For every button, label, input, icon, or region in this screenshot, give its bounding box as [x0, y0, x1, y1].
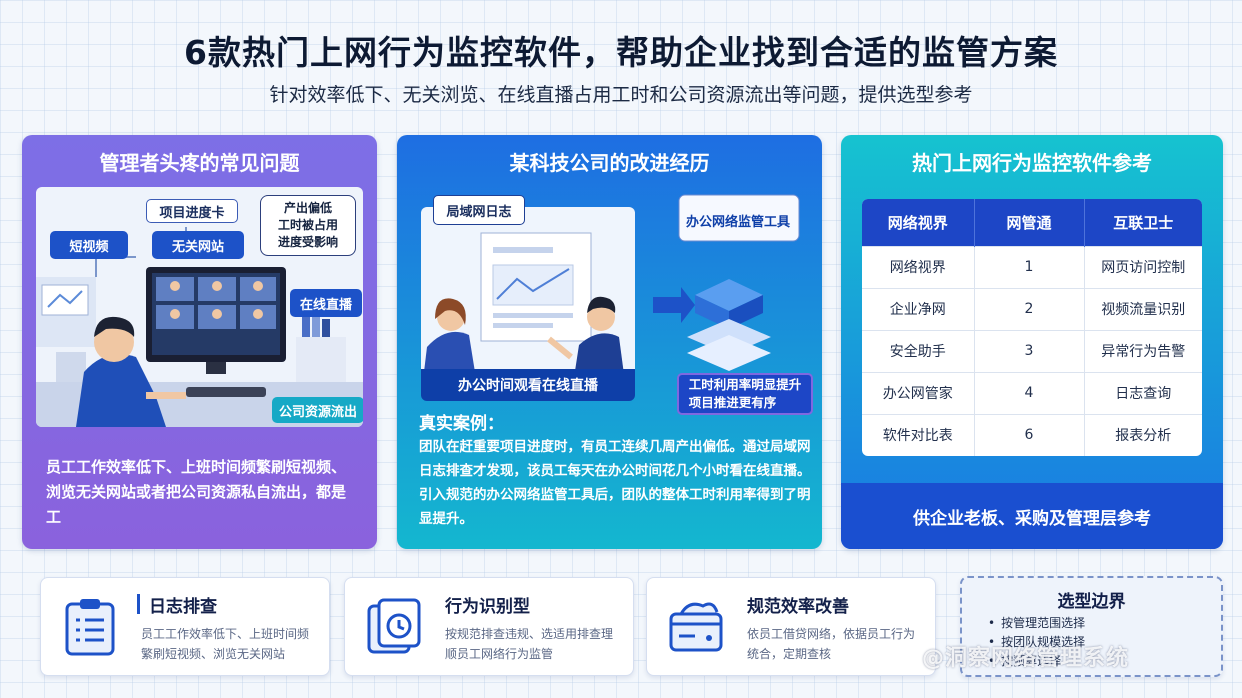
table-cell: 网络视界 [862, 245, 975, 288]
card-description: 依员工借贷网络，依据员工行为统合，定期查核 [747, 627, 916, 661]
table-cell: 1 [974, 245, 1085, 288]
problems-description: 员工工作效率低下、上班时间频繁刷短视频、浏览无关网站或者把公司资源私自流出，都是… [46, 458, 347, 526]
page-title: 6款热门上网行为监控软件，帮助企业找到合适的监管方案 [184, 33, 1058, 72]
card-title: 日志排查 [149, 597, 217, 617]
table-cell: 6 [974, 413, 1085, 456]
software-panel-title: 热门上网行为监控软件参考 [912, 150, 1152, 175]
clipboard-icon [65, 599, 115, 656]
tag-live-stream: 在线直播 [290, 289, 362, 317]
behavior-recognition-card: 行为识别型 按规范排查违规、选适用排查理顺员工网络行为监管 [344, 577, 634, 676]
result-badge: 工时利用率明显提升 项目推进更有序 [677, 373, 813, 415]
tag-resource-leak: 公司资源流出 [272, 397, 363, 423]
table-header: 互联卫士 [1084, 199, 1202, 246]
table-cell: 网页访问控制 [1084, 245, 1202, 288]
list-item: 按团队规模选择 [988, 633, 1085, 652]
real-case-label: 真实案例： [419, 414, 504, 434]
table-cell: 日志查询 [1084, 371, 1202, 414]
office-network-tool-label: 办公网络监管工具 [685, 214, 790, 230]
software-table: 网络视界 网管通 互联卫士 网络视界 1 网页访问控制 企业净网 2 视频流量识… [862, 199, 1202, 456]
selection-boundary-card: 选型边界 按管理范围选择 按团队规模选择 按预算选择 [960, 576, 1223, 677]
table-row: 办公网管家 4 日志查询 [862, 371, 1202, 414]
audience-footer: 供企业老板、采购及管理层参考 [841, 483, 1223, 549]
table-row: 安全助手 3 异常行为告警 [862, 329, 1202, 372]
selection-title: 选型边界 [1057, 592, 1126, 612]
employees-illustration [421, 232, 627, 397]
card-wallet-icon [669, 602, 723, 652]
manager-desk-illustration [36, 227, 363, 427]
table-cell: 企业净网 [862, 287, 975, 330]
lan-log-label: 局域网日志 [433, 195, 525, 225]
card-accent-bar [137, 594, 140, 614]
efficiency-card: 规范效率改善 依员工借贷网络，依据员工行为统合，定期查核 [646, 577, 936, 676]
page-subtitle: 针对效率低下、无关浏览、在线直播占用工时和公司资源流出等问题，提供选型参考 [269, 84, 973, 106]
table-cell: 办公网管家 [862, 371, 975, 414]
table-row: 网络视界 1 网页访问控制 [862, 245, 1202, 288]
card-title: 规范效率改善 [747, 597, 849, 617]
impact-bubble: 产出偏低 工时被占用 进度受影响 [260, 195, 356, 256]
tool-illustration [653, 194, 800, 371]
watermark: @洞察网络管理系统 [922, 646, 1130, 671]
case-illustration: 局域网日志 办公时间观看在线直播 办公网络监管工具 工时利用率明显提升 项目推进… [413, 187, 813, 415]
card-description: 员工工作效率低下、上班时间频繁刷短视频、浏览无关网站 [141, 627, 310, 661]
card-title: 行为识别型 [445, 597, 530, 617]
table-row: 企业净网 2 视频流量识别 [862, 287, 1202, 330]
tag-irrelevant-sites: 无关网站 [152, 231, 244, 259]
table-cell: 4 [974, 371, 1085, 414]
monitor-scene [421, 207, 635, 397]
case-panel-title: 某科技公司的改进经历 [509, 150, 710, 175]
tag-short-video: 短视频 [50, 231, 128, 259]
real-case-text: 团队在赶重要项目进度时，有员工连续几周产出偏低。通过局域网日志排查才发现，该员工… [419, 439, 811, 527]
table-cell: 软件对比表 [862, 413, 975, 456]
table-cell: 异常行为告警 [1084, 329, 1202, 372]
document-stack-icon [367, 598, 421, 654]
table-row: 软件对比表 6 报表分析 [862, 413, 1202, 456]
selection-list: 按管理范围选择 按团队规模选择 按预算选择 [988, 614, 1085, 671]
software-panel: 热门上网行为监控软件参考 网络视界 网管通 互联卫士 网络视界 1 网页访问控制… [841, 135, 1223, 549]
problems-panel: 管理者头疼的常见问题 [22, 135, 377, 549]
table-cell: 2 [974, 287, 1085, 330]
office-scene-illustration: 项目进度卡 短视频 无关网站 产出偏低 工时被占用 进度受影响 在线直播 公司资… [36, 187, 363, 427]
table-cell: 报表分析 [1084, 413, 1202, 456]
problems-panel-title: 管理者头疼的常见问题 [99, 150, 300, 175]
list-item: 按预算选择 [988, 652, 1085, 671]
list-item: 按管理范围选择 [988, 614, 1085, 633]
table-cell: 3 [974, 329, 1085, 372]
table-header: 网管通 [974, 199, 1085, 246]
table-cell: 安全助手 [862, 329, 975, 372]
table-header: 网络视界 [862, 199, 975, 246]
log-review-card: 日志排查 员工工作效率低下、上班时间频繁刷短视频、浏览无关网站 [40, 577, 330, 676]
live-stream-caption: 办公时间观看在线直播 [421, 369, 635, 401]
card-description: 按规范排查违规、选适用排查理顺员工网络行为监管 [445, 627, 614, 661]
tag-progress-stuck: 项目进度卡 [146, 199, 238, 223]
case-panel: 某科技公司的改进经历 局域网日志 办公时间观看在线直播 [397, 135, 822, 549]
table-cell: 视频流量识别 [1084, 287, 1202, 330]
